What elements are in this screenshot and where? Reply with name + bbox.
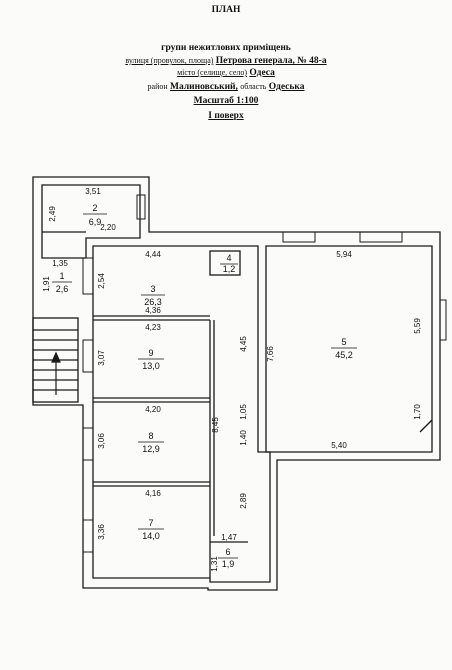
- header-subtitle: групи нежитлових приміщень: [161, 43, 291, 53]
- room-6-number: 6: [225, 547, 230, 557]
- room-7-area: 14,0: [142, 531, 160, 541]
- dim-r2-left: 2,49: [48, 206, 57, 222]
- dim-r9-left: 3,07: [97, 350, 106, 366]
- rooms-inner-wall: [92, 245, 271, 583]
- room-labels: 2 6,9 1 2,6 3 26,3 4 1,2 5 45,2 9 13,0 8…: [52, 203, 357, 569]
- dim-r5-right: 5,59: [413, 318, 422, 334]
- header-district: район Малиновський, область Одеська: [147, 82, 305, 92]
- inner-wall: [41, 184, 141, 259]
- room-4-area: 1,2: [223, 264, 236, 274]
- dim-corridor-845: 8,45: [211, 417, 220, 433]
- room-3-area: 26,3: [144, 297, 162, 307]
- dimension-labels: 3,51 2,49 2,20 1,35 1,91 4,44 2,54 4,36 …: [42, 187, 422, 572]
- room5-wall: [265, 245, 433, 453]
- room-8-area: 12,9: [142, 444, 160, 454]
- dim-r7-top: 4,16: [145, 489, 161, 498]
- room-5-area: 45,2: [335, 350, 353, 360]
- dim-r6-top: 1,47: [221, 533, 237, 542]
- dim-r8-top: 4,20: [145, 405, 161, 414]
- dim-r3-left: 2,54: [97, 273, 106, 289]
- stair-arrow: [51, 351, 61, 395]
- dim-corridor-445: 4,45: [239, 336, 248, 352]
- room-5-number: 5: [341, 337, 346, 347]
- room-8-number: 8: [148, 431, 153, 441]
- dim-corridor-105: 1,05: [239, 404, 248, 420]
- room-9-number: 9: [148, 348, 153, 358]
- outer-wall: [32, 176, 441, 591]
- room-2-area: 6,9: [89, 217, 102, 227]
- dim-r1-top: 1,35: [52, 259, 68, 268]
- header-floor: I поверх: [208, 111, 244, 121]
- room-1-area: 2,6: [56, 284, 69, 294]
- header-street: вулиця (провулок, площа) Петрова генерал…: [125, 56, 327, 66]
- dim-r2-bottom: 2,20: [100, 223, 116, 232]
- dim-r5-bottom: 5,40: [331, 441, 347, 450]
- dim-r1-left: 1,91: [42, 276, 51, 292]
- dim-r5-top: 5,94: [336, 250, 352, 259]
- dim-r3-bottom: 4,36: [145, 306, 161, 315]
- header-title: ПЛАН: [211, 5, 241, 15]
- header-city: місто (селище, село) Одеса: [177, 68, 275, 78]
- room-1-number: 1: [59, 271, 64, 281]
- dim-r8-left: 3,06: [97, 433, 106, 449]
- dim-r9-top: 4,23: [145, 323, 161, 332]
- dim-r6-left: 1,31: [210, 556, 219, 572]
- room-6-area: 1,9: [222, 559, 235, 569]
- room-3-number: 3: [150, 284, 155, 294]
- dim-r2-top: 3,51: [85, 187, 101, 196]
- room-7-number: 7: [148, 518, 153, 528]
- header-scale: Масштаб 1:100: [193, 96, 259, 106]
- room-4-number: 4: [226, 253, 231, 263]
- dim-r5-left: 7,66: [266, 346, 275, 362]
- dim-r7-left: 3,36: [97, 524, 106, 540]
- room-9-area: 13,0: [142, 361, 160, 371]
- dim-r6-right: 2,89: [239, 493, 248, 509]
- dim-corridor-140: 1,40: [239, 430, 248, 446]
- room-2-number: 2: [92, 203, 97, 213]
- dim-r5-170: 1,70: [413, 404, 422, 420]
- dim-r3-top: 4,44: [145, 250, 161, 259]
